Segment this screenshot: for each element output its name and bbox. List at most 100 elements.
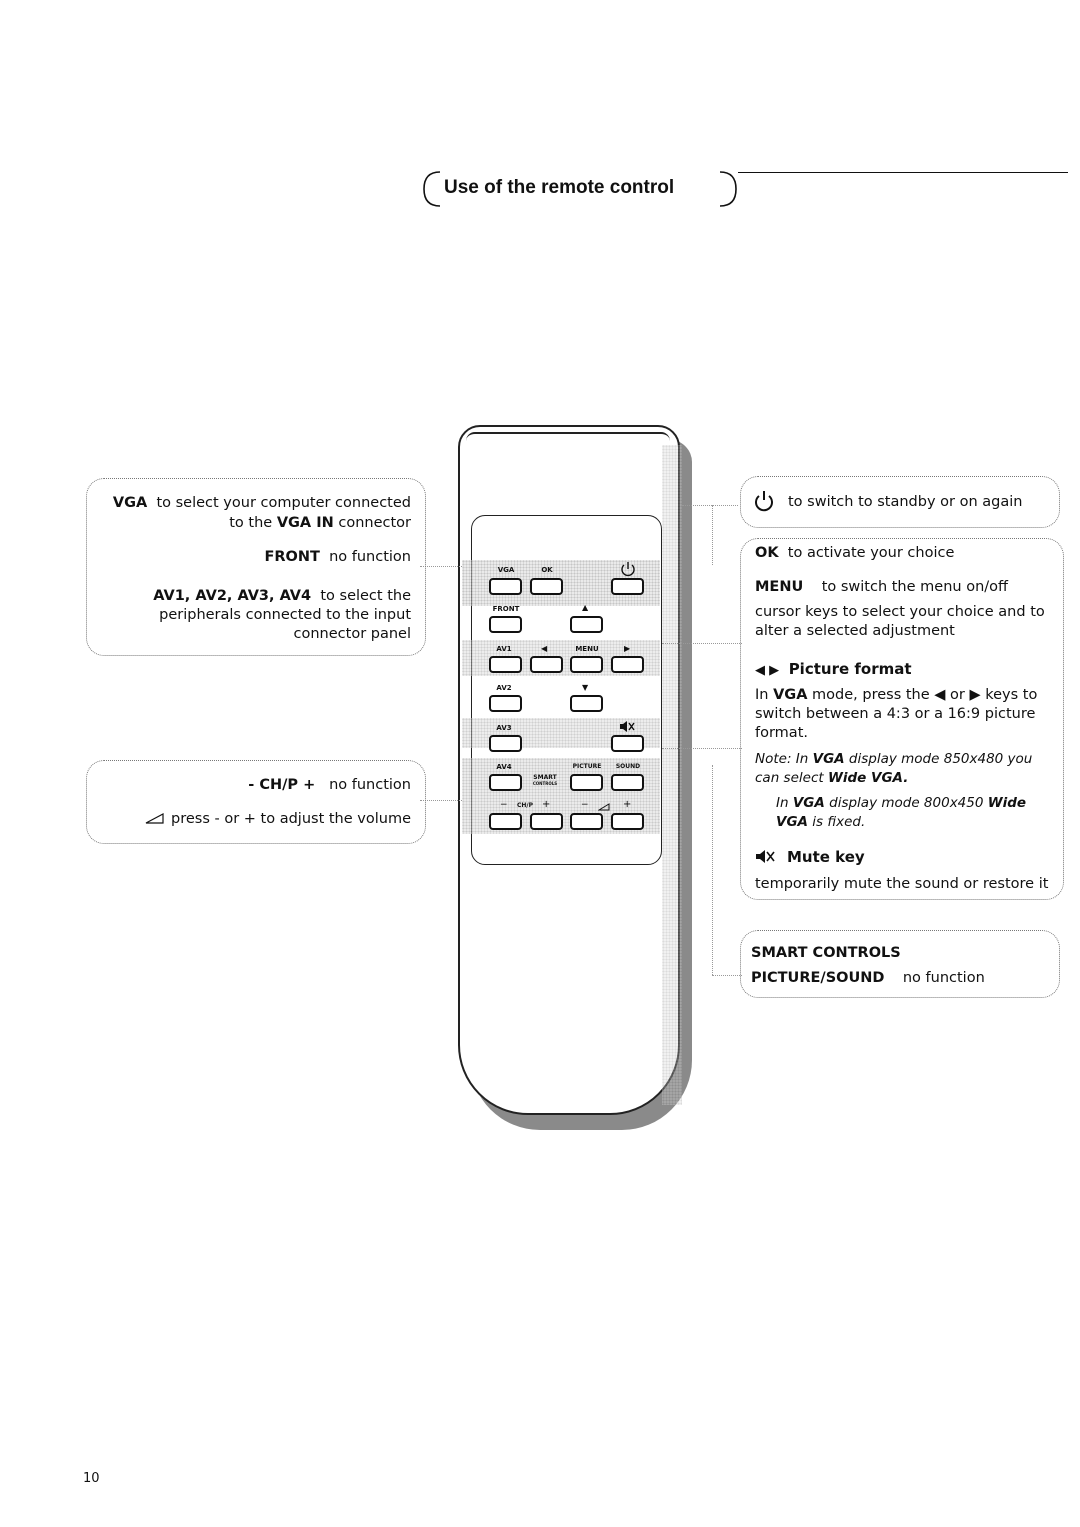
callout-standby xyxy=(740,476,1060,528)
av-text-line2: peripherals connected to the input xyxy=(159,607,411,623)
pf-text: mode, press the ◀ or ▶ keys to switch be… xyxy=(755,687,1038,741)
leader-smart-v xyxy=(712,765,713,975)
page-number: 10 xyxy=(83,1471,100,1486)
note2-vga: VGA xyxy=(792,795,825,811)
picture-format-heading: ◀ ▶ Picture format xyxy=(755,660,1055,680)
remote-standby-button[interactable] xyxy=(611,578,644,595)
remote-ch-plus-button[interactable] xyxy=(530,813,563,830)
title-rule xyxy=(738,172,1068,173)
remote-av2-button[interactable] xyxy=(489,695,522,712)
remote-down-button[interactable] xyxy=(570,695,603,712)
volume-icon xyxy=(145,813,164,824)
note1-pre: Note: In xyxy=(755,751,809,767)
remote-label-av4: AV4 xyxy=(496,763,512,771)
remote-vol-minus-button[interactable] xyxy=(570,813,603,830)
remote-av4-button[interactable] xyxy=(489,774,522,791)
remote-ok-button[interactable] xyxy=(530,578,563,595)
vga-description: VGA to select your computer connected xyxy=(100,494,411,513)
remote-power-icon xyxy=(621,562,635,577)
mute-icon xyxy=(756,850,775,863)
remote-av1-button[interactable] xyxy=(489,656,522,673)
note-fixed-vga: In VGA display mode 800x450 Wide VGA is … xyxy=(776,794,1046,832)
note2-post: is fixed. xyxy=(812,814,866,830)
remote-left-icon: ◀ xyxy=(541,644,548,653)
remote-right-icon: ▶ xyxy=(624,644,631,653)
remote-chp-minus: − xyxy=(500,800,508,810)
callout-input-keys xyxy=(86,478,426,656)
smart-controls-title: SMART CONTROLS xyxy=(751,945,901,961)
remote-label-picture: PICTURE xyxy=(572,763,602,770)
title-text: Use of the remote control xyxy=(444,177,675,198)
remote-label-smart: SMART CONTROLS xyxy=(525,775,565,787)
leader-smart xyxy=(712,975,742,976)
pf-vga: VGA xyxy=(773,687,808,703)
remote-down-icon: ▼ xyxy=(582,683,589,692)
front-text: no function xyxy=(329,549,411,565)
callout-smart-controls xyxy=(740,930,1060,998)
remote-front-button[interactable] xyxy=(489,616,522,633)
mute-title: Mute key xyxy=(787,848,865,866)
leader-cursor xyxy=(662,643,742,644)
vga-text2-pre: to the xyxy=(229,515,273,531)
remote-top-edge xyxy=(466,432,670,450)
av-text: to select the xyxy=(320,588,411,604)
remote-left-button[interactable] xyxy=(530,656,563,673)
vga-in-label: VGA IN xyxy=(276,515,334,531)
remote-chp-plus: + xyxy=(542,799,551,810)
remote-up-button[interactable] xyxy=(570,616,603,633)
note-wide-vga: Note: In VGA display mode 850x480 you ca… xyxy=(755,750,1045,788)
remote-label-ok: OK xyxy=(541,566,553,574)
picture-sound-key: PICTURE/SOUND xyxy=(751,970,885,986)
chp-key-label: - CH/P + xyxy=(248,777,316,793)
ok-text: to activate your choice xyxy=(787,545,955,561)
remote-ch-minus-button[interactable] xyxy=(489,813,522,830)
volume-text: press - or + to adjust the volume xyxy=(171,811,411,827)
callout-channel-volume xyxy=(86,760,426,844)
remote-vga-button[interactable] xyxy=(489,578,522,595)
front-description: FRONT no function xyxy=(100,548,411,567)
remote-label-menu: MENU xyxy=(575,645,599,653)
remote-vol-plus-button[interactable] xyxy=(611,813,644,830)
leader-standby-v xyxy=(712,505,713,565)
ok-key-label: OK xyxy=(755,545,779,561)
leader-chp xyxy=(420,800,462,801)
highlight-side xyxy=(662,445,682,1105)
note1-wide: Wide VGA. xyxy=(827,770,909,786)
remote-mute-button[interactable] xyxy=(611,735,644,752)
remote-label-smart-top: SMART xyxy=(533,774,557,781)
volume-description: press - or + to adjust the volume xyxy=(100,810,411,829)
remote-label-vga: VGA xyxy=(497,566,515,574)
remote-label-av3: AV3 xyxy=(496,724,512,732)
callout-navigation xyxy=(740,538,1064,900)
picture-format-text: In VGA mode, press the ◀ or ▶ keys to sw… xyxy=(755,686,1055,743)
remote-av3-button[interactable] xyxy=(489,735,522,752)
remote-up-icon: ▲ xyxy=(582,603,589,612)
remote-right-button[interactable] xyxy=(611,656,644,673)
av-text-line3: connector panel xyxy=(293,626,411,642)
power-icon xyxy=(755,491,773,512)
remote-menu-button[interactable] xyxy=(570,656,603,673)
picture-sound-description: PICTURE/SOUND no function xyxy=(751,969,1051,988)
remote-mute-icon xyxy=(620,721,635,732)
remote-sound-button[interactable] xyxy=(611,774,644,791)
vga-text: to select your computer connected xyxy=(156,495,411,511)
leader-front xyxy=(420,566,462,567)
mute-heading: Mute key xyxy=(755,848,1055,867)
ok-description: OK to activate your choice xyxy=(755,544,1055,563)
remote-picture-button[interactable] xyxy=(570,774,603,791)
picture-format-title: Picture format xyxy=(788,660,912,678)
arrows-icon: ◀ ▶ xyxy=(755,663,780,678)
remote-label-av1: AV1 xyxy=(496,645,512,653)
av-keys-label: AV1, AV2, AV3, AV4 xyxy=(153,588,312,604)
menu-description: MENU to switch the menu on/off xyxy=(755,578,1055,597)
note2-mid: display mode 800x450 xyxy=(829,795,984,811)
remote-volume-icon xyxy=(598,803,610,811)
remote-label-smart-bottom: CONTROLS xyxy=(532,781,558,786)
standby-text: to switch to standby or on again xyxy=(788,494,1023,510)
pf-pre: In xyxy=(755,687,769,703)
note2-wide: Wide VGA xyxy=(776,795,1027,830)
remote-vol-plus: + xyxy=(623,799,632,810)
remote-label-av2: AV2 xyxy=(496,684,512,692)
remote-label-sound: SOUND xyxy=(615,763,641,770)
front-key-label: FRONT xyxy=(264,549,320,565)
